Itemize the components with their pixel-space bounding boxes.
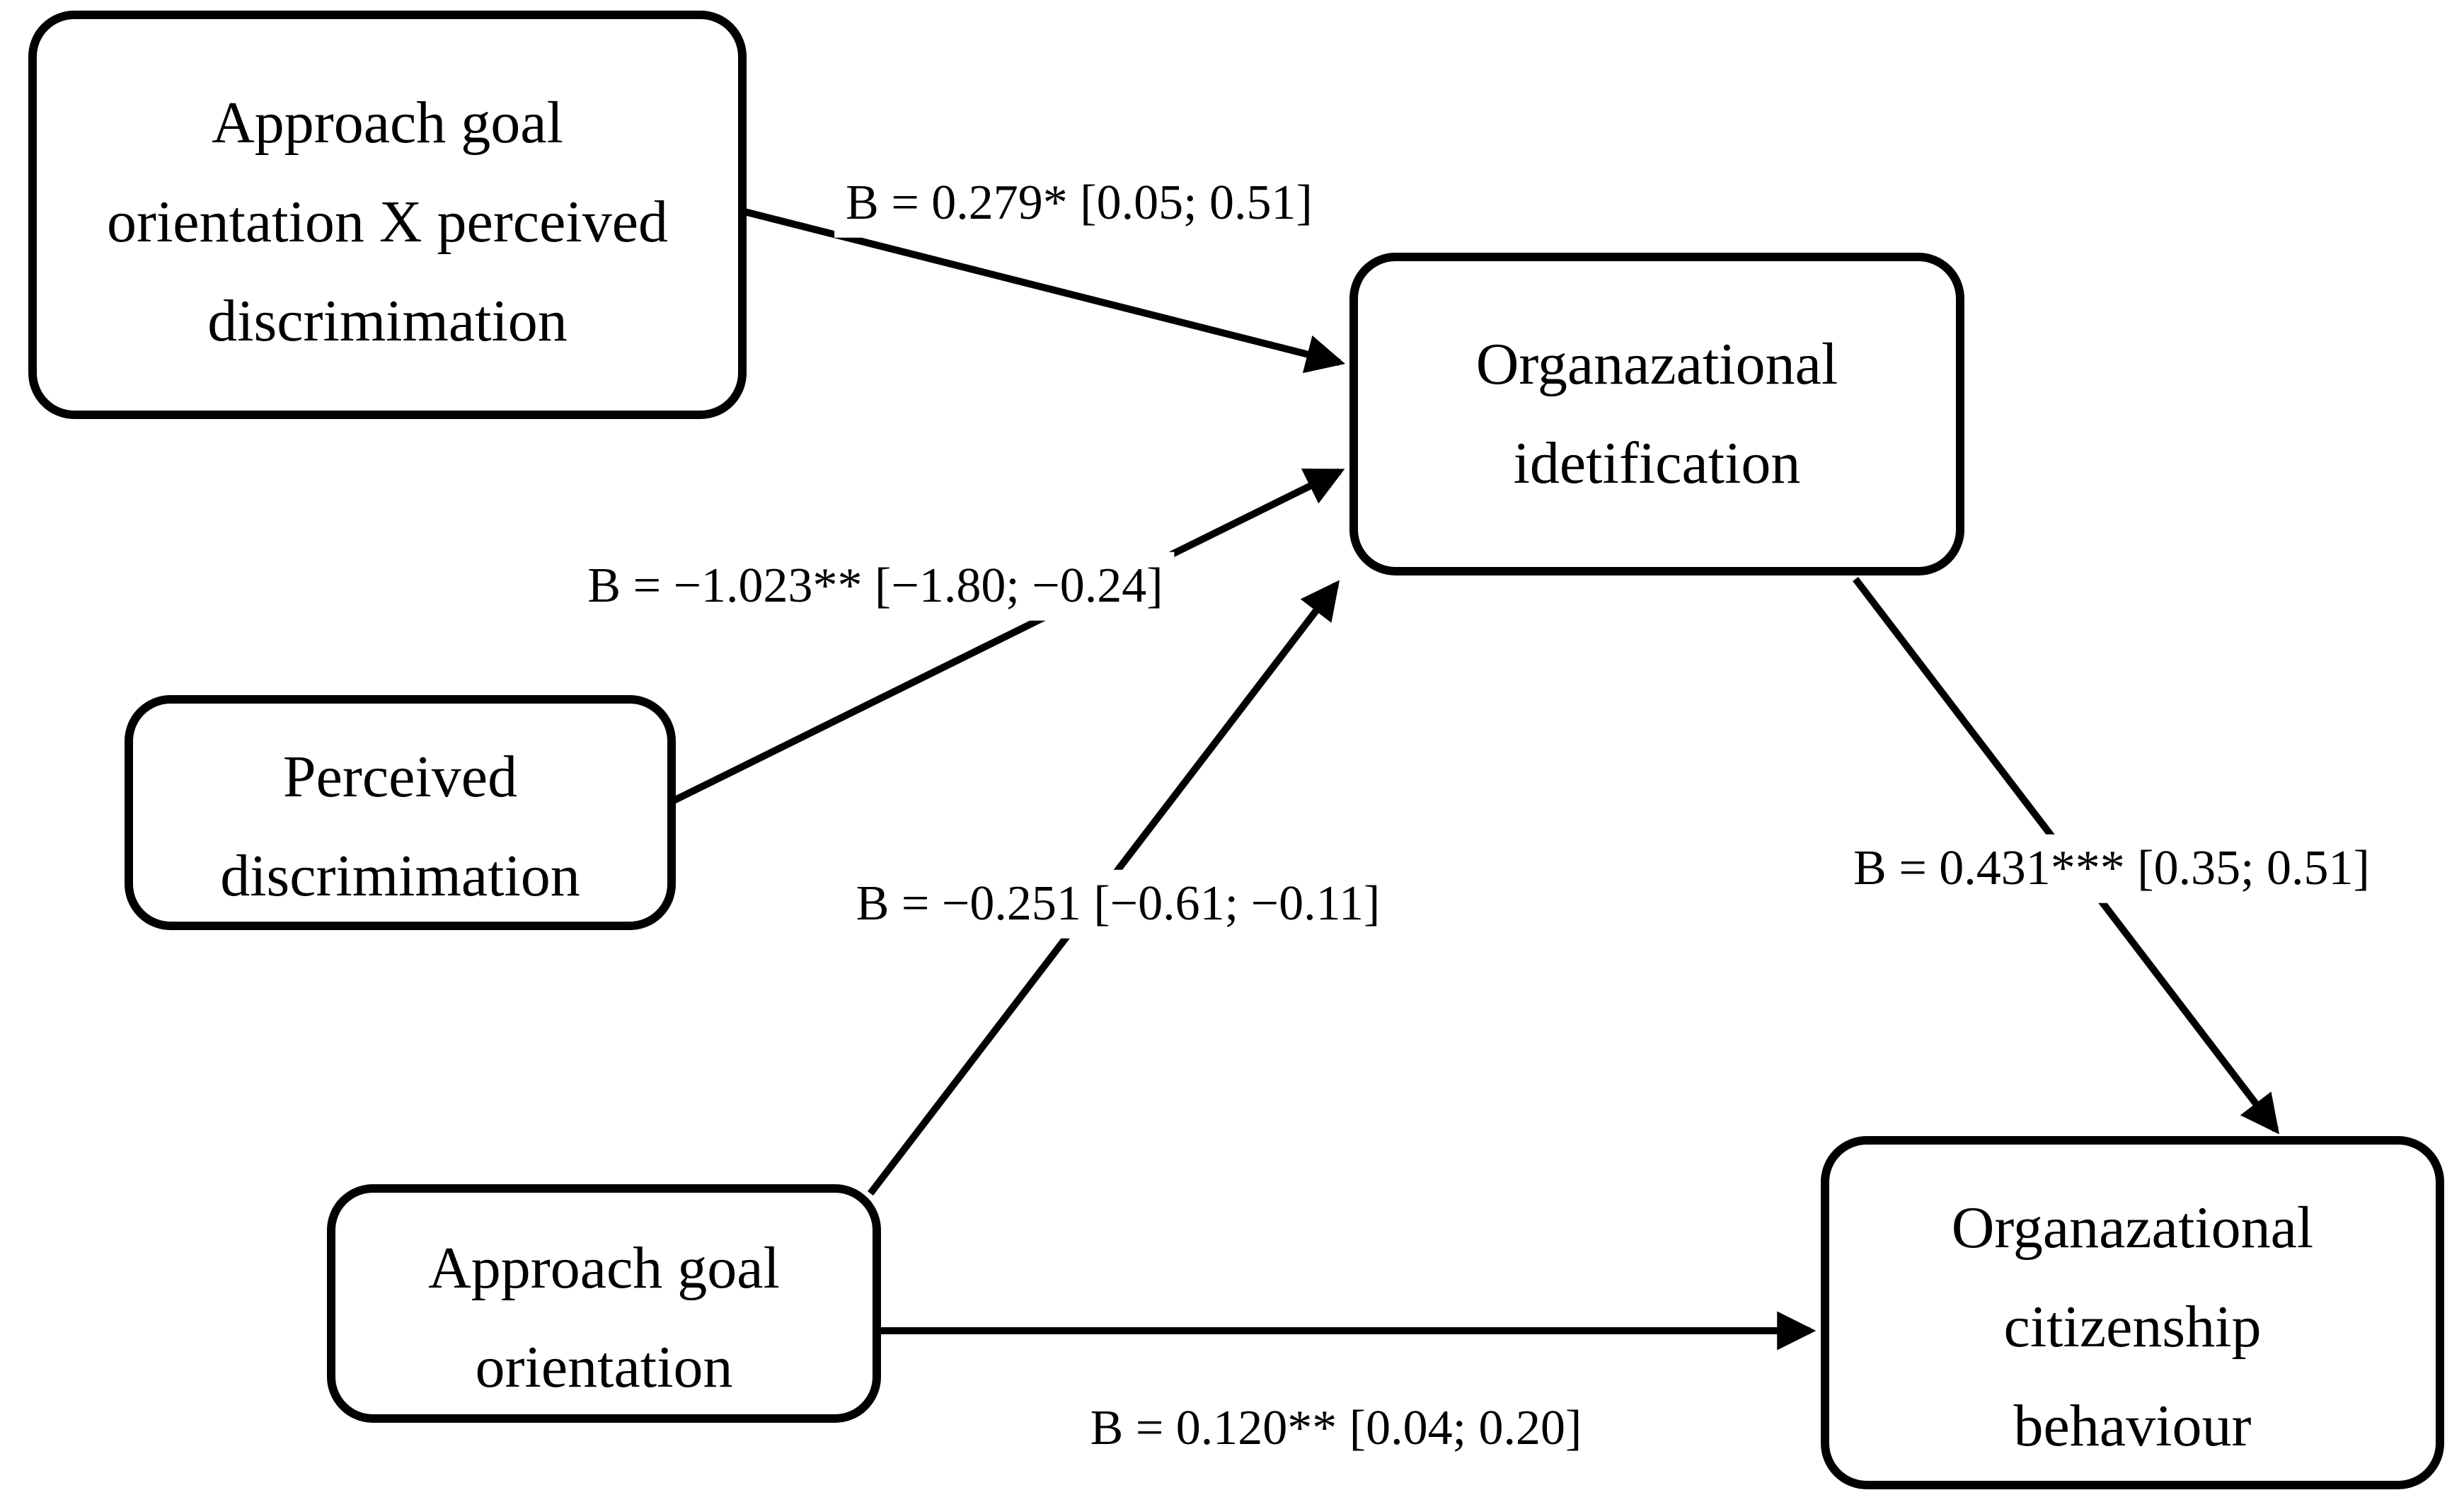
node-label-line: idetification: [1513, 430, 1801, 496]
node-organizational-identification: Organazational idetification: [1349, 253, 1964, 575]
node-label-line: orientation: [475, 1334, 733, 1400]
node-label-line: Approach goal: [212, 89, 563, 156]
node-label-line: Perceived: [282, 744, 518, 810]
edge-label-perceived-discrimination-to-identification: B = −1.023** [−1.80; −0.24]: [576, 551, 1175, 621]
edge-label-approach-goal-to-identification: B = −0.251 [−0.61; −0.11]: [844, 869, 1392, 939]
arrow-perceived-discrimination-to-identification: [669, 468, 1345, 806]
node-label-line: citizenship: [2003, 1293, 2262, 1360]
edge-label-identification-to-citizenship-behaviour: B = 0.431*** [0.35; 0.51]: [1842, 834, 2381, 903]
node-label-line: Organazational: [1951, 1194, 2314, 1261]
node-approach-goal-orientation: Approach goal orientation: [327, 1184, 881, 1423]
node-label-line: behaviour: [2013, 1392, 2252, 1459]
node-label-line: discrimimation: [207, 287, 568, 354]
node-label-line: orientation X perceived: [107, 188, 668, 255]
node-approach-goal-orientation-x-perceived-discrimination: Approach goal orientation X perceived di…: [28, 11, 747, 419]
node-label-line: Organazational: [1475, 331, 1838, 397]
node-label-line: Approach goal: [428, 1234, 780, 1301]
edge-label-interaction-to-identification: B = 0.279* [0.05; 0.51]: [834, 168, 1324, 238]
node-perceived-discrimination: Perceived discrimimation: [125, 695, 676, 930]
node-organizational-citizenship-behaviour: Organazational citizenship behaviour: [1821, 1136, 2444, 1489]
edge-label-approach-goal-to-citizenship-behaviour: B = 0.120** [0.04; 0.20]: [1078, 1394, 1594, 1463]
node-label-line: discrimimation: [220, 843, 580, 909]
